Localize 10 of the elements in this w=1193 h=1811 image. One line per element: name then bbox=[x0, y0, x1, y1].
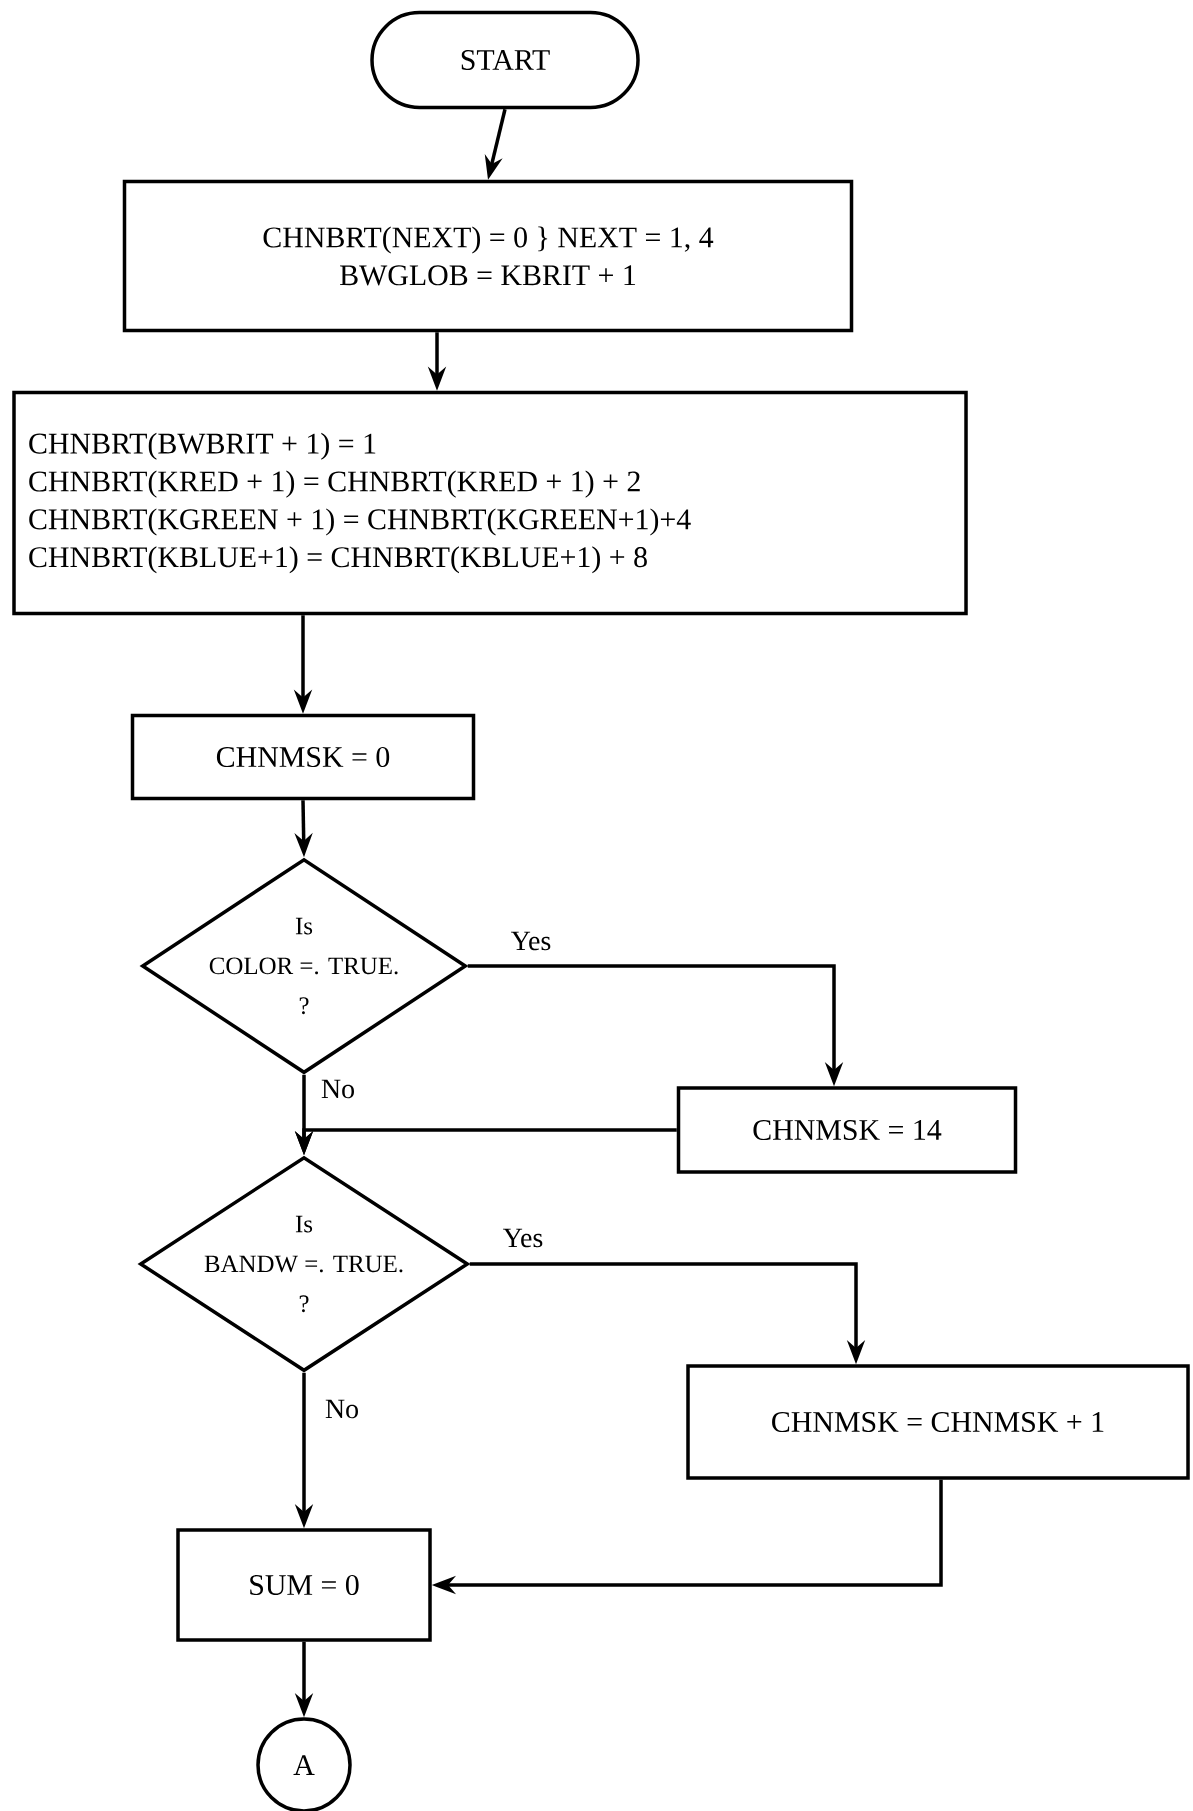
edge-label: No bbox=[322, 1397, 362, 1421]
process-box: CHNMSK = 14 bbox=[676, 1086, 1018, 1174]
process-box: SUM = 0 bbox=[176, 1528, 432, 1642]
process-box: CHNBRT(NEXT) = 0 } NEXT = 1, 4 BWGLOB = KBRIT + 1 bbox=[122, 179, 854, 333]
edge-label: Yes bbox=[508, 929, 554, 953]
edge-label: No bbox=[318, 1077, 358, 1101]
process-box: CHNMSK = CHNMSK + 1 bbox=[686, 1364, 1190, 1480]
process-box: CHNMSK = 0 bbox=[130, 713, 476, 801]
process-box: CHNBRT(BWBRIT + 1) = 1 CHNBRT(KRED + 1) = CHNBRT(KRED + 1) + 2 CHNBRT(KGREEN + 1) = CHNBRT(KGREEN+1)+4 CHNBRT(KBLUE+1) = CHNBRT(KBLUE+1) + 8 bbox=[12, 390, 968, 616]
edge-label: Yes bbox=[500, 1226, 546, 1250]
